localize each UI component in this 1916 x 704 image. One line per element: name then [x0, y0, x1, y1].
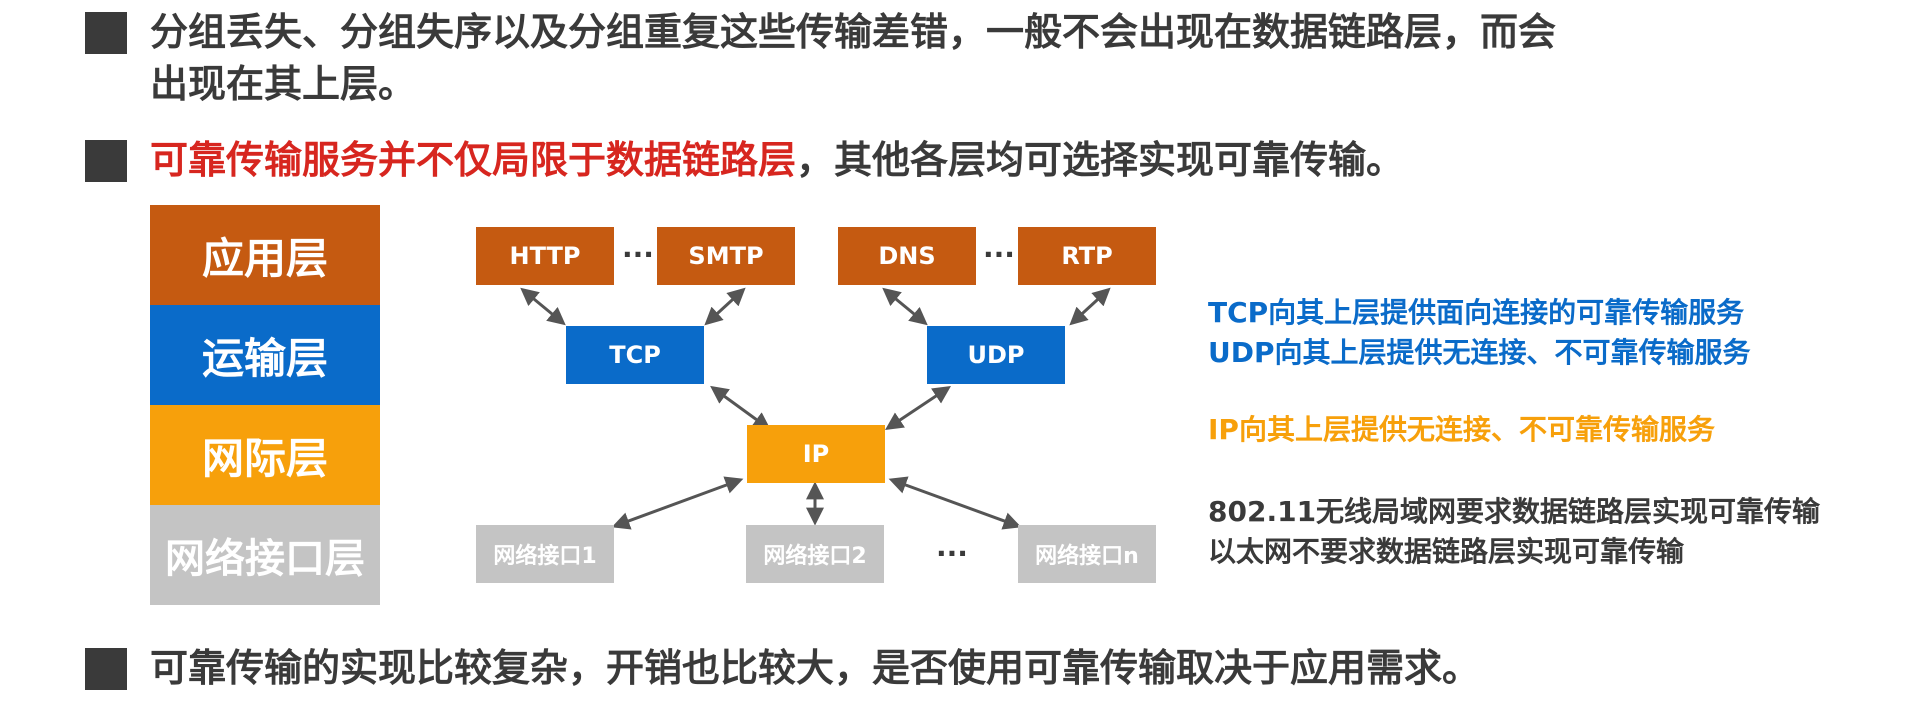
arrow-ip-if1 — [611, 476, 744, 530]
arrow-http-tcp — [520, 287, 566, 326]
arrow-udp-ip — [885, 386, 951, 430]
rtp-box: RTP — [1018, 227, 1156, 285]
note-udp: UDP向其上层提供无连接、不可靠传输服务 — [1208, 336, 1751, 369]
stack-internet-layer: 网际层 — [150, 405, 380, 505]
bullet-text-3: 可靠传输的实现比较复杂，开销也比较大，是否使用可靠传输取决于应用需求。 — [150, 646, 1481, 690]
ellipsis: ··· — [936, 537, 968, 570]
interface-2-box: 网络接口2 — [746, 525, 884, 583]
stack-transport-layer: 运输层 — [150, 305, 380, 405]
stack-application-layer: 应用层 — [150, 205, 380, 305]
interface-n-box: 网络接口n — [1018, 525, 1156, 583]
bullet-text-1: 分组丢失、分组失序以及分组重复这些传输差错，一般不会出现在数据链路层，而会 — [150, 10, 1557, 54]
bullet-text-2-rest: ，其他各层均可选择实现可靠传输。 — [796, 138, 1405, 182]
smtp-box: SMTP — [657, 227, 795, 285]
ip-box: IP — [747, 425, 885, 483]
arrow-dns-udp — [882, 287, 928, 326]
bullet-square-icon — [85, 140, 127, 182]
note-ethernet: 以太网不要求数据链路层实现可靠传输 — [1208, 535, 1685, 568]
arrow-smtp-tcp — [704, 287, 746, 326]
bullet-text-1-cont: 出现在其上层。 — [150, 62, 417, 106]
dns-box: DNS — [838, 227, 976, 285]
http-box: HTTP — [476, 227, 614, 285]
stack-link-layer: 网络接口层 — [150, 505, 380, 605]
arrow-rtp-udp — [1069, 287, 1111, 326]
bullet-square-icon — [85, 648, 127, 690]
bullet-text-2: 可靠传输服务并不仅局限于数据链路层，其他各层均可选择实现可靠传输。 — [150, 134, 1404, 186]
arrow-tcp-ip — [710, 385, 771, 431]
note-wifi: 802.11无线局域网要求数据链路层实现可靠传输 — [1208, 495, 1821, 528]
ellipsis: ··· — [983, 238, 1015, 271]
bullet-square-icon — [85, 12, 127, 54]
interface-1-box: 网络接口1 — [476, 525, 614, 583]
note-tcp: TCP向其上层提供面向连接的可靠传输服务 — [1208, 296, 1745, 329]
arrow-ip-ifn — [888, 476, 1022, 530]
bullet-text-2-highlight: 可靠传输服务并不仅局限于数据链路层 — [150, 138, 797, 182]
ellipsis: ··· — [622, 238, 654, 271]
note-ip: IP向其上层提供无连接、不可靠传输服务 — [1208, 413, 1715, 446]
tcp-box: TCP — [566, 326, 704, 384]
udp-box: UDP — [927, 326, 1065, 384]
